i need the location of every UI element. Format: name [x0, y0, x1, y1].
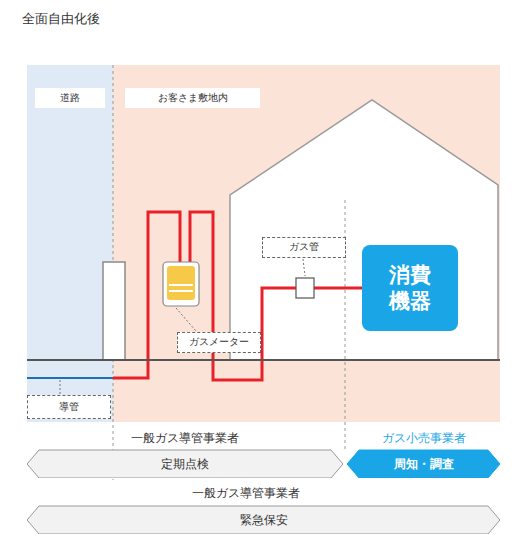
band-outline	[27, 506, 500, 534]
gas-meter-face	[167, 266, 195, 300]
band-heading: 一般ガス導管事業者	[9, 482, 482, 504]
wall-post	[103, 262, 125, 360]
band-heading: 一般ガス導管事業者	[27, 428, 343, 448]
band-text: 周知・調査	[347, 450, 500, 478]
node-text: ガス管	[289, 241, 319, 254]
gas-meter	[163, 262, 199, 306]
premises-area	[113, 65, 500, 422]
main-pipe	[27, 377, 113, 379]
band-outline	[347, 450, 500, 478]
ground-line	[27, 359, 500, 361]
node-text: 導管	[59, 401, 79, 414]
band-text: 緊急保安	[27, 506, 500, 534]
responsibility-band: 一般ガス導管事業者定期点検	[27, 428, 343, 478]
service-pipe	[314, 287, 362, 290]
consumer-device-box: 消費機器	[362, 245, 458, 331]
band-outline	[27, 450, 343, 478]
band-heading: ガス小売事業者	[347, 428, 500, 448]
area-label: お客さま敷地内	[125, 88, 260, 108]
road-area	[27, 65, 113, 422]
gas-valve	[296, 278, 314, 298]
responsibility-band: ガス小売事業者周知・調査	[347, 428, 500, 478]
node-text: ガスメーター	[189, 336, 249, 349]
leader-line	[303, 259, 305, 276]
callout-label: ガスメーター	[177, 332, 261, 353]
title: 全面自由化後	[22, 10, 100, 28]
meter-stripe	[169, 290, 193, 292]
node-text: 消費機器	[388, 262, 432, 315]
area-label: 道路	[35, 88, 105, 108]
responsibility-band: 一般ガス導管事業者緊急保安	[27, 482, 500, 534]
leader-line	[60, 380, 61, 394]
node-text: お客さま敷地内	[158, 92, 228, 105]
house-outline	[230, 100, 498, 360]
leader-line	[176, 308, 196, 331]
callout-label: ガス管	[262, 237, 346, 258]
meter-stripe	[169, 284, 193, 286]
callout-label: 導管	[27, 395, 111, 419]
node-text: 道路	[60, 92, 80, 105]
band-text: 定期点検	[27, 450, 343, 478]
